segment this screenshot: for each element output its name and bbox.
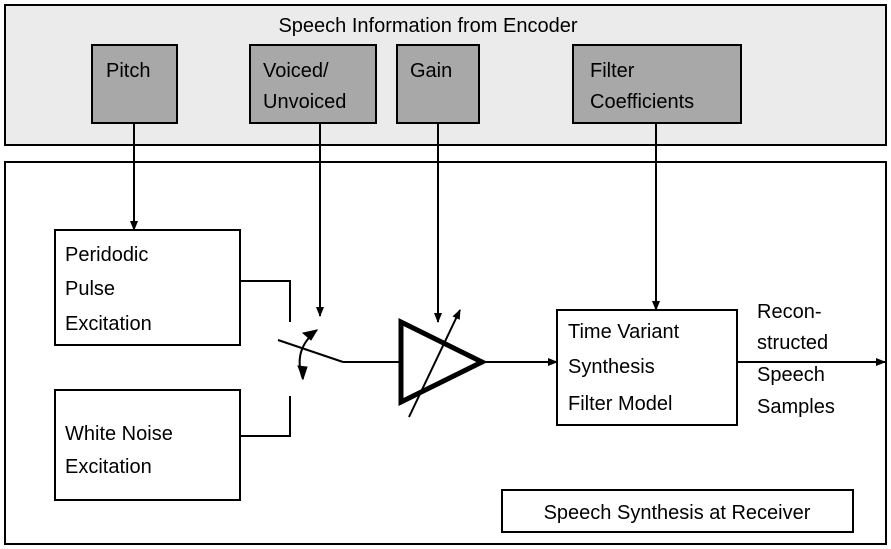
synthesis-filter-line3: Filter Model: [568, 393, 672, 415]
filter-coefficients-label-line1: Filter: [590, 60, 635, 82]
periodic-excitation-line2: Pulse: [65, 278, 115, 300]
noise-excitation-line1: White Noise: [65, 423, 173, 445]
voiced-unvoiced-label-line1: Voiced/: [263, 60, 329, 82]
pitch-label: Pitch: [106, 60, 150, 82]
variable-gain-arrow: [408, 309, 461, 418]
periodic-pulse-excitation-block: [54, 229, 241, 346]
noise-to-switch-wire: [240, 396, 291, 437]
gain-label: Gain: [410, 60, 452, 82]
noise-excitation-line2: Excitation: [65, 456, 152, 478]
synthesis-filter-line1: Time Variant: [568, 321, 680, 343]
switch-indicator-head-top: [301, 329, 319, 341]
output-label-line1: Recon-: [757, 301, 821, 323]
caption-box: [501, 489, 854, 533]
periodic-to-switch-wire: [240, 280, 291, 322]
synthesis-filter-block: [556, 309, 738, 426]
output-label-line2: structed: [757, 332, 828, 354]
gain-amplifier-triangle: [398, 317, 488, 407]
synthesis-filter-line2: Synthesis: [568, 356, 655, 378]
pitch-box: [91, 44, 178, 124]
switch-blade: [277, 339, 344, 363]
switch-indicator-head-bottom: [297, 365, 308, 381]
periodic-excitation-line1: Peridodic: [65, 244, 148, 266]
gain-box: [396, 44, 480, 124]
filter-coefficients-box: [572, 44, 742, 124]
voiced-unvoiced-label-line2: Unvoiced: [263, 91, 346, 113]
voiced-unvoiced-box: [249, 44, 377, 124]
white-noise-excitation-block: [54, 389, 241, 501]
encoder-panel-title: Speech Information from Encoder: [278, 15, 577, 37]
output-label-line4: Samples: [757, 396, 835, 418]
filter-coefficients-label-line2: Coefficients: [590, 91, 694, 113]
output-label-line3: Speech: [757, 364, 825, 386]
receiver-panel-caption: Speech Synthesis at Receiver: [544, 502, 811, 524]
periodic-excitation-line3: Excitation: [65, 313, 152, 335]
